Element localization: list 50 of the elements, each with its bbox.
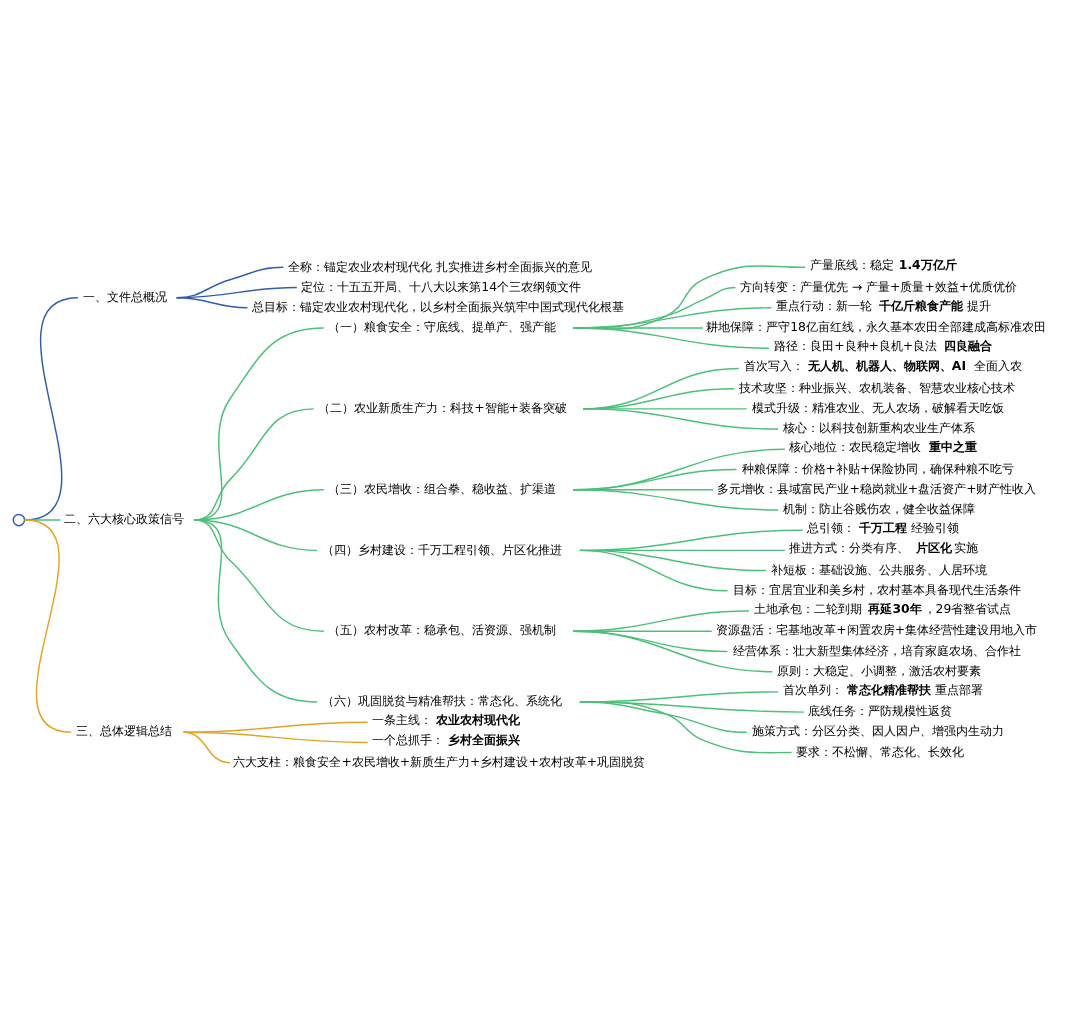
connector (175, 296, 249, 309)
node-text: 施策方式：分区分类、因人因户、增强内生动力 (751, 723, 1004, 738)
node-text: （六）巩固脱贫与精准帮扶：常态化、系统化 (321, 693, 562, 708)
node-text: （二）农业新质生产力：科技+智能+装备突破 (318, 400, 567, 415)
connector (23, 518, 72, 733)
node-circle (12, 513, 26, 526)
node-text: （四）乡村建设：千万工程引领、片区化推进 (321, 542, 562, 557)
node-text: 底线任务：严防规模性返贫 (808, 703, 953, 718)
node-text: 机制：防止谷贱伤农，健全收益保障 (783, 501, 976, 516)
node-text: 要求：不松懈、常态化、长效化 (796, 744, 965, 759)
node-text: 六大支柱：粮食安全+农民增收+新质生产力+乡村建设+农村改革+巩固脱贫 (233, 754, 646, 769)
connector (193, 518, 318, 703)
node-text: 首次单列：常态化精准帮扶重点部署 (782, 682, 984, 697)
node-text: 目标：宜居宜业和美乡村，农村基本具备现代生活条件 (732, 582, 1021, 597)
node-text: 种粮保障：价格+补贴+保险协同，确保种粮不吃亏 (741, 461, 1015, 476)
node-text: 补短板：基础设施、公共服务、人居环境 (770, 562, 987, 577)
connector (582, 407, 779, 430)
node-text: 核心地位：农民稳定增收重中之重 (789, 439, 977, 454)
connector (182, 731, 231, 763)
connector (572, 488, 779, 511)
node-text: （一）粮食安全：守底线、提单产、强产能 (328, 319, 557, 334)
node-text: 重点行动：新一轮千亿斤粮食产能提升 (776, 298, 992, 313)
node-text: 方向转变：产量优先 → 产量+质量+效益+优质优价 (739, 279, 1018, 294)
node-text: 定位：十五五开局、十八大以来第14个三农纲领文件 (301, 279, 582, 294)
node-text: 一条主线：农业农村现代化 (372, 712, 521, 727)
node-text: （三）农民增收：组合拳、稳收益、扩渠道 (328, 481, 557, 496)
connector (572, 326, 770, 349)
node-text: 三、总体逻辑总结 (76, 723, 173, 738)
node-text: 一、文件总概况 (82, 289, 167, 304)
node-text: 多元增收：县域富民产业+稳岗就业+盘活资产+财产性收入 (717, 481, 1037, 496)
node-text: 二、六大核心政策信号 (63, 511, 184, 526)
node-text: 技术攻坚：种业振兴、农机装备、智慧农业核心技术 (739, 380, 1016, 395)
node-text: 核心：以科技创新重构农业生产体系 (783, 420, 976, 435)
node-text: （五）农村改革：稳承包、活资源、强机制 (328, 622, 557, 637)
node-text: 土地承包：二轮到期再延30年，29省整省试点 (753, 601, 1012, 616)
node-text: 模式升级：精准农业、无人农场，破解看天吃饭 (751, 400, 1004, 415)
node-text: 一个总抓手：乡村全面振兴 (372, 732, 521, 747)
node-text: 原则：大稳定、小调整，激活农村要素 (776, 663, 981, 678)
connector (572, 609, 750, 632)
connector (579, 700, 793, 753)
connector (572, 630, 774, 672)
node-text: 总引领：千万工程经验引领 (807, 520, 959, 535)
node-text: 全称：锚定农业农村现代化 扎实推进乡村全面振兴的意见 (288, 259, 593, 273)
node-text: 经营体系：壮大新型集体经济，培育家庭农场、合作社 (732, 643, 1021, 658)
connector (579, 549, 729, 592)
node-text: 路径：良田+良种+良机+良法四良融合 (774, 338, 992, 353)
node-text: 资源盘活：宅基地改革+闲置农房+集体经营性建设用地入市 (716, 622, 1038, 637)
node-text: 耕地保障：严守18亿亩红线，永久基本农田全部建成高标准农田 (706, 319, 1046, 334)
node-text: 推进方式：分类有序、片区化实施 (789, 540, 979, 555)
node-text: 总目标：锚定农业农村现代化，以乡村全面振兴筑牢中国式现代化根基 (252, 299, 625, 314)
